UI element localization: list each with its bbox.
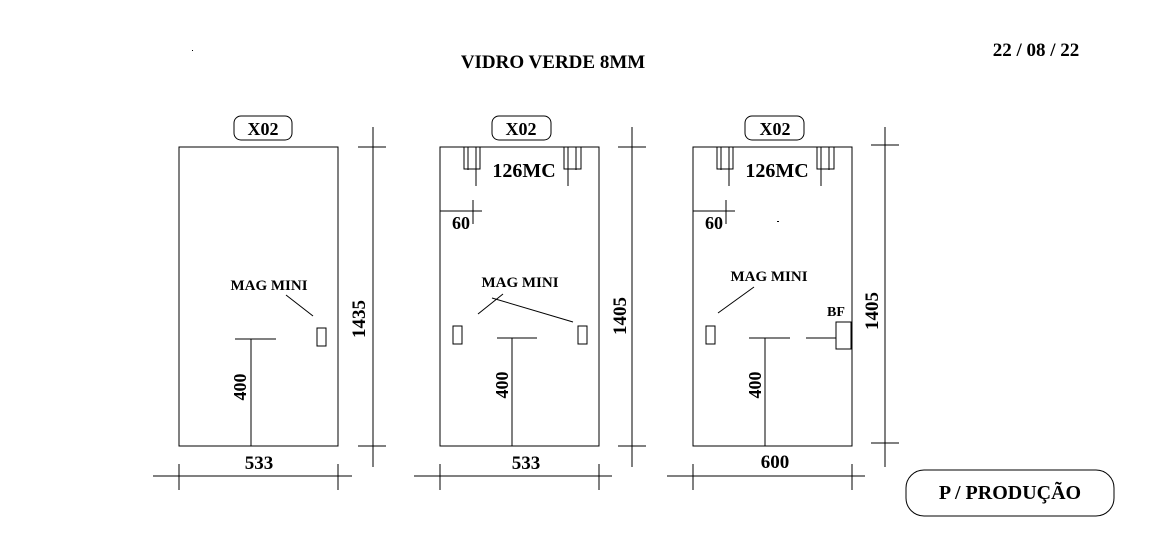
width-label: 600	[761, 452, 790, 473]
glass-panel-1: X02 400 MAG MINI 533 1435	[153, 115, 386, 490]
width-label: 533	[512, 453, 541, 474]
magnet-leader	[285, 294, 314, 317]
magnet-symbol	[316, 327, 327, 347]
qty-badge	[744, 115, 805, 141]
magnet-symbol	[705, 325, 716, 345]
hinge-right	[816, 146, 835, 186]
glass-outline	[692, 146, 853, 447]
height-label: 1405	[862, 292, 883, 330]
hinge-offset-label: 60	[705, 213, 723, 233]
hinge-left	[463, 146, 481, 186]
qty-badge	[491, 115, 552, 141]
hinge-label: 126MC	[492, 160, 555, 182]
qty-label: X02	[248, 119, 279, 139]
drawing-title: VIDRO VERDE 8MM	[461, 52, 645, 73]
magnet-label: MAG MINI	[481, 275, 558, 291]
hinge-left	[716, 146, 734, 186]
height-label: 1405	[610, 297, 631, 335]
production-label: P / PRODUÇÃO	[939, 481, 1081, 504]
drawing-date: 22 / 08 / 22	[993, 40, 1080, 61]
handle-height-label: 400	[492, 372, 512, 399]
lock-label: BF	[827, 305, 845, 320]
hinge-right	[563, 146, 582, 186]
hinge-label: 126MC	[745, 160, 808, 182]
magnet-label: MAG MINI	[230, 278, 307, 294]
qty-label: X02	[506, 119, 537, 139]
glass-outline	[178, 146, 339, 447]
magnet-leader	[491, 297, 574, 323]
width-label: 533	[245, 453, 274, 474]
magnet-leader	[477, 293, 504, 315]
speck-mark	[192, 50, 193, 51]
glass-panel-3: X02 126MC 60 MAG MINI 400 BF	[667, 115, 899, 490]
glass-outline	[439, 146, 600, 447]
lock-symbol	[835, 321, 852, 350]
qty-badge	[233, 115, 293, 141]
magnet-symbol	[452, 325, 463, 345]
magnet-label: MAG MINI	[730, 269, 807, 285]
speck-mark	[777, 221, 779, 222]
magnet-symbol	[577, 325, 588, 345]
production-badge	[905, 469, 1115, 517]
qty-label: X02	[760, 119, 791, 139]
height-label: 1435	[349, 300, 370, 338]
hinge-offset-label: 60	[452, 213, 470, 233]
magnet-leader	[717, 286, 755, 314]
handle-height-label: 400	[745, 372, 765, 399]
glass-panel-2: X02 126MC 60 MAG MINI 400 5	[414, 115, 646, 490]
handle-height-label: 400	[230, 374, 250, 401]
